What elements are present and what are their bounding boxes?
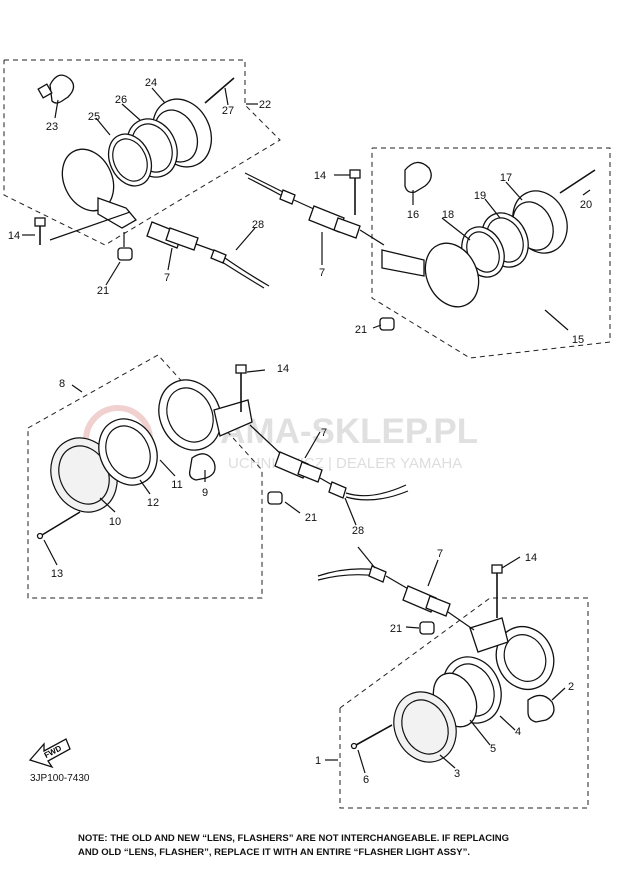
socket-wire-left — [146, 221, 270, 289]
diagram-code: 3JP100-7430 — [30, 773, 90, 784]
callout-7b: 7 — [319, 267, 325, 279]
footnote-line-2: AND OLD “LENS, FLASHER”, REPLACE IT WITH… — [78, 847, 470, 858]
callout-21a: 21 — [97, 285, 109, 297]
callout-22: 22 — [259, 99, 271, 111]
callout-21b: 21 — [355, 324, 367, 336]
assembly-22 — [3, 59, 281, 261]
callout-21c: 21 — [305, 512, 317, 524]
callout-14b: 14 — [314, 170, 326, 182]
callout-21d: 21 — [390, 623, 402, 635]
footnote-line-1: NOTE: THE OLD AND NEW “LENS, FLASHERS” A… — [78, 833, 510, 844]
watermark-subtitle: UCHNIEWICZ | DEALER YAMAHA — [228, 455, 462, 472]
flasher-body-22 — [61, 148, 137, 229]
socket-wire-lower — [317, 565, 475, 631]
assembly-1 — [339, 564, 589, 809]
callout-14c: 14 — [277, 363, 289, 375]
leader-lines — [22, 87, 591, 774]
callout-15: 15 — [572, 334, 584, 346]
footnote: NOTE: THE OLD AND NEW “LENS, FLASHERS” A… — [78, 832, 578, 860]
callout-4: 4 — [515, 726, 521, 738]
callout-26: 26 — [115, 94, 127, 106]
callout-12: 12 — [147, 497, 159, 509]
callout-8: 8 — [59, 378, 65, 390]
callout-19: 19 — [474, 190, 486, 202]
bulb-23 — [37, 74, 75, 104]
callout-23: 23 — [46, 121, 58, 133]
callout-18: 18 — [442, 209, 454, 221]
assembly-8 — [27, 354, 283, 599]
callout-17: 17 — [500, 172, 512, 184]
callout-28a: 28 — [252, 219, 264, 231]
callout-6: 6 — [363, 774, 369, 786]
assembly-15 — [371, 147, 611, 359]
socket-wire-center — [244, 169, 385, 246]
callout-7d: 7 — [437, 548, 443, 560]
socket-wire-middle — [249, 424, 409, 501]
callout-25: 25 — [88, 111, 100, 123]
callout-10: 10 — [109, 516, 121, 528]
callout-20: 20 — [580, 199, 592, 211]
callout-16: 16 — [407, 209, 419, 221]
callout-7c: 7 — [321, 427, 327, 439]
callout-9: 9 — [202, 487, 208, 499]
callout-13: 13 — [51, 568, 63, 580]
callout-1: 1 — [315, 755, 321, 767]
callout-5: 5 — [490, 743, 496, 755]
callout-24: 24 — [145, 77, 157, 89]
callout-14d: 14 — [525, 552, 537, 564]
callout-2: 2 — [568, 681, 574, 693]
fwd-arrow: FWD — [28, 738, 71, 769]
callout-14a: 14 — [8, 230, 20, 242]
callout-11: 11 — [171, 479, 182, 491]
callout-27: 27 — [222, 105, 234, 117]
callout-28b: 28 — [352, 525, 364, 537]
callout-7a: 7 — [164, 272, 170, 284]
callout-labels: 23 24 26 25 27 22 14 21 7 28 14 7 21 16 … — [8, 77, 592, 786]
callout-3: 3 — [454, 768, 460, 780]
